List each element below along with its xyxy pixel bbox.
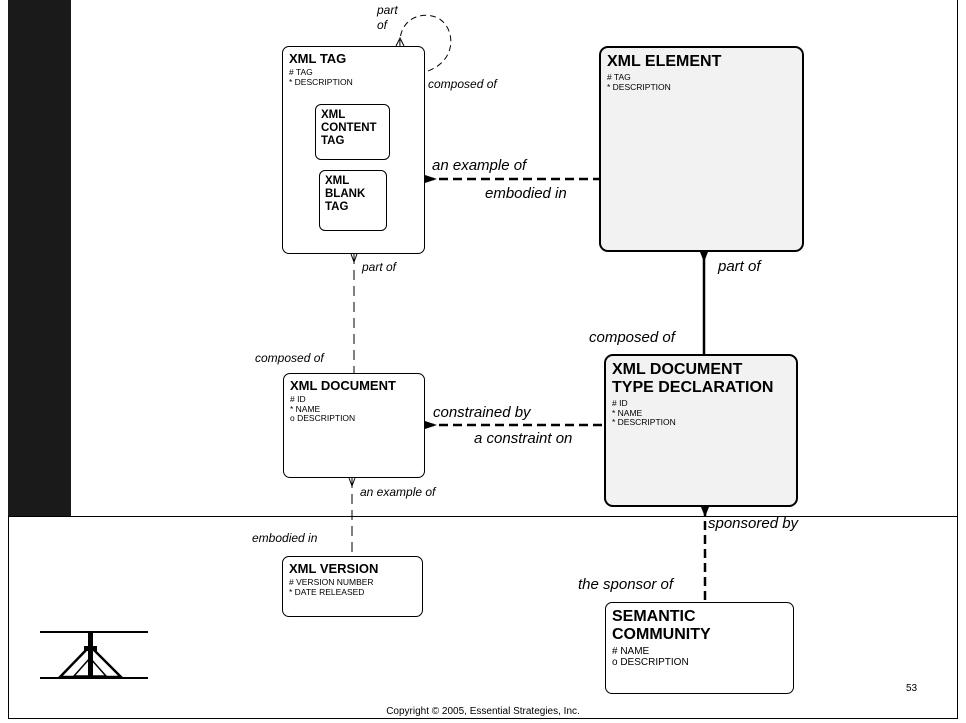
tag-element-crowsfoot (425, 175, 437, 183)
page-number: 53 (906, 683, 918, 694)
entity-title: SEMANTIC COMMUNITY (612, 608, 711, 643)
label-dtd-community-sponsored-by: sponsored by (708, 515, 799, 532)
copyright-footer: Copyright © 2005, Essential Strategies, … (386, 706, 580, 717)
label-document-dtd-a-constraint-on: a constraint on (474, 430, 573, 447)
entity-attributes: # ID * NAME o DESCRIPTION (290, 394, 418, 424)
attribute: # VERSION NUMBER (289, 577, 374, 587)
entity-attributes: # ID * NAME * DESCRIPTION (612, 398, 790, 428)
entity-title: XML TAG (289, 51, 347, 66)
entity-attributes: # VERSION NUMBER * DATE RELEASED (289, 577, 416, 597)
attribute: # TAG (289, 67, 313, 77)
attribute: * DESCRIPTION (607, 81, 671, 92)
label-element-dtd-part-of: part of (718, 258, 761, 275)
label-tag-element-an-example-of: an example of (432, 157, 527, 174)
element-dtd-crowsfoot (700, 252, 708, 262)
label-dtd-community-the-sponsor-of: the sponsor of (578, 576, 674, 593)
document-version-crowsfoot (348, 477, 356, 488)
entity-xml-version: XML VERSION # VERSION NUMBER * DATE RELE… (282, 556, 423, 617)
entity-xml-dtd: XML DOCUMENT TYPE DECLARATION # ID * NAM… (604, 354, 798, 507)
sidebar-bar (8, 0, 71, 516)
attribute: o DESCRIPTION (612, 657, 689, 668)
entity-xml-element: XML ELEMENT # TAG * DESCRIPTION (599, 46, 804, 252)
attribute: # ID (612, 398, 628, 408)
subtype-xml-blank-tag: XML BLANK TAG (319, 170, 387, 231)
attribute: * DESCRIPTION (612, 417, 676, 427)
entity-title: XML DOCUMENT TYPE DECLARATION (612, 361, 774, 396)
entity-title: XML DOCUMENT (290, 378, 396, 393)
entity-title: XML ELEMENT (607, 53, 722, 70)
attribute: # NAME (612, 646, 650, 657)
attribute: # TAG (607, 72, 631, 82)
entity-attributes: # TAG * DESCRIPTION (289, 67, 418, 87)
label-tag-element-embodied-in: embodied in (485, 185, 567, 202)
document-dtd-crowsfoot (425, 421, 437, 429)
entity-semantic-community: SEMANTIC COMMUNITY # NAME o DESCRIPTION (605, 602, 794, 694)
tag-document-crowsfoot (350, 253, 358, 264)
attribute: * NAME (290, 403, 321, 414)
entity-attributes: # NAME o DESCRIPTION (612, 646, 787, 668)
label-document-dtd-constrained-by: constrained by (433, 404, 531, 421)
tag-self-crowsfoot (395, 36, 405, 47)
label-document-version-an-example-of: an example of (360, 485, 436, 499)
label-tag-self-part-of: part of (377, 3, 398, 32)
dtd-community-crowsfoot (701, 507, 709, 517)
essential-strategies-logo (40, 631, 148, 679)
entity-attributes: # TAG * DESCRIPTION (607, 72, 796, 92)
footer-divider (8, 516, 958, 517)
label-document-version-embodied-in: embodied in (252, 531, 318, 545)
label-tag-document-composed-of: composed of (255, 351, 324, 365)
label-tag-document-part-of: part of (362, 260, 397, 274)
attribute: o DESCRIPTION (290, 413, 356, 423)
attribute: * NAME (612, 407, 643, 418)
label-element-dtd-composed-of: composed of (589, 329, 675, 346)
attribute: # ID (290, 394, 306, 404)
entity-title: XML VERSION (289, 561, 379, 576)
label-tag-self-composed-of: composed of (428, 77, 497, 91)
tag-self-relationship (399, 14, 452, 73)
attribute: * DATE RELEASED (289, 586, 365, 597)
subtype-xml-content-tag: XML CONTENT TAG (315, 104, 390, 160)
attribute: * DESCRIPTION (289, 76, 353, 87)
entity-xml-document: XML DOCUMENT # ID * NAME o DESCRIPTION (283, 373, 425, 478)
